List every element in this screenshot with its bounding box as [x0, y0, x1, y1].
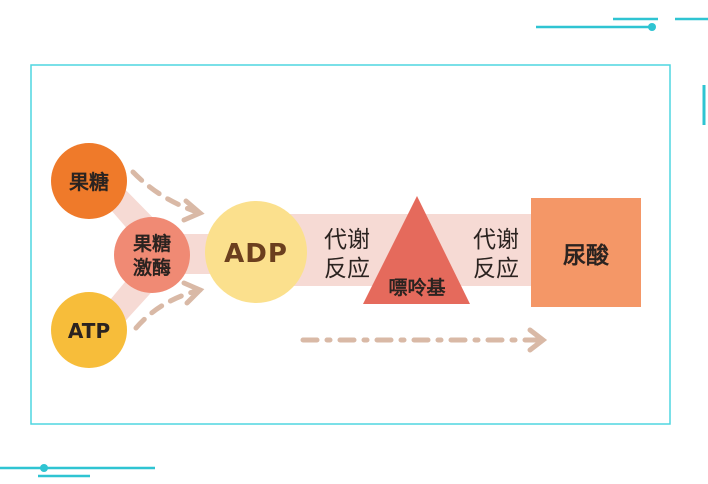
- decorative-lines-top-right: [536, 17, 708, 125]
- fructokinase-node: 果糖 激酶: [114, 217, 190, 293]
- fructokinase-label-line1: 果糖: [132, 232, 171, 255]
- dashed-arrow-bottom: [300, 327, 548, 353]
- uric-acid-label: 尿酸: [563, 243, 610, 269]
- decorative-lines-bottom-left: [0, 464, 155, 478]
- purine-node: 嘌呤基: [363, 196, 470, 304]
- dashed-arrow-upper: [130, 169, 205, 223]
- diagram-frame: [30, 64, 671, 425]
- atp-label: ATP: [68, 319, 110, 343]
- dashed-arrow-lower: [133, 280, 205, 331]
- metabolism-1-line2: 反应: [324, 256, 370, 282]
- metabolism-label-2: 代谢 反应: [473, 227, 519, 282]
- fructokinase-label-line2: 激酶: [133, 256, 171, 279]
- atp-node: ATP: [51, 292, 127, 368]
- uric-acid-node: 尿酸: [531, 198, 641, 307]
- metabolism-2-line2: 反应: [473, 256, 519, 282]
- adp-node: ADP: [205, 201, 307, 303]
- fructose-label: 果糖: [69, 170, 109, 194]
- metabolism-1-line1: 代谢: [324, 227, 370, 253]
- metabolism-2-line1: 代谢: [473, 227, 519, 253]
- metabolism-label-1: 代谢 反应: [324, 227, 370, 282]
- fructose-node: 果糖: [51, 143, 127, 219]
- adp-label: ADP: [224, 239, 288, 269]
- purine-label: 嘌呤基: [388, 276, 446, 299]
